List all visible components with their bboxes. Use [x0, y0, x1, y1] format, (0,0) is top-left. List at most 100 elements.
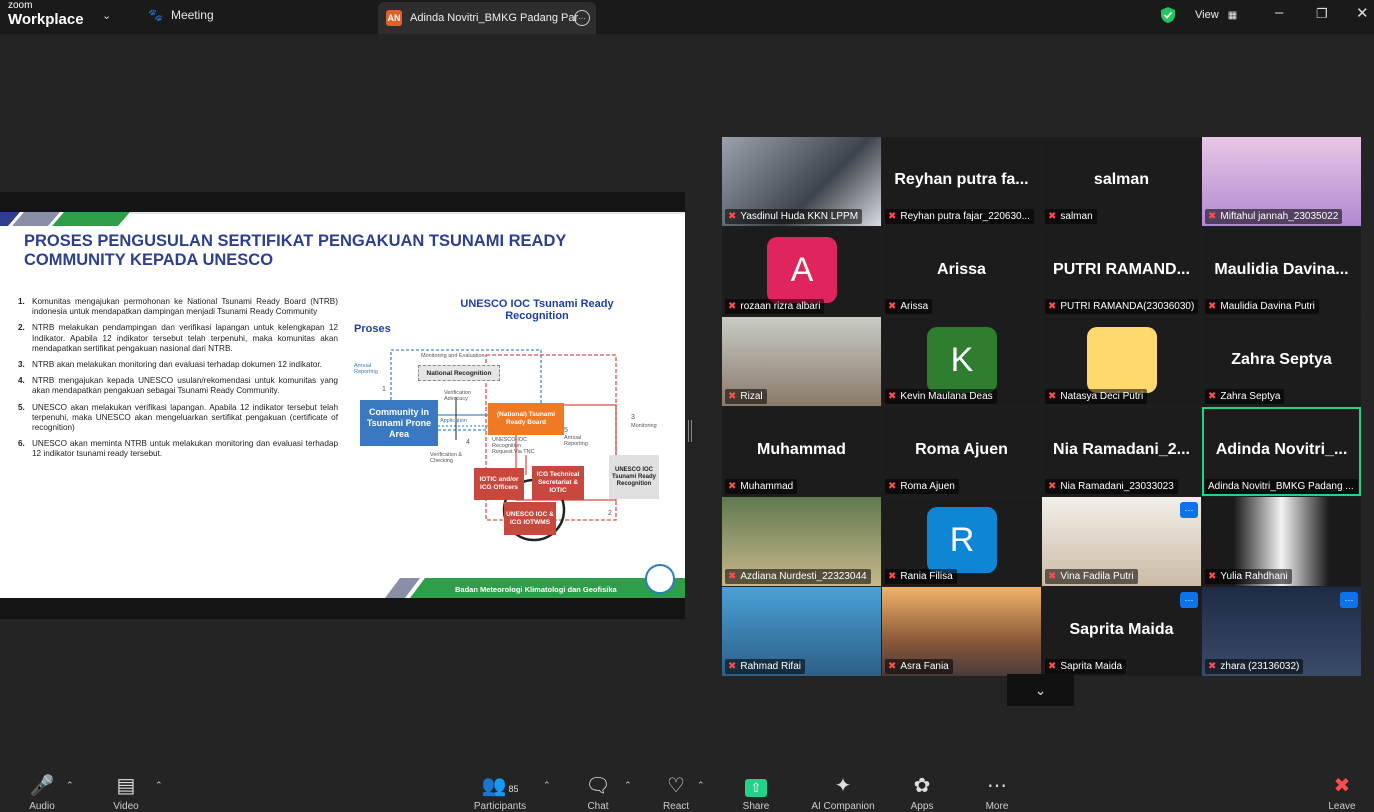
participant-name: Reyhan putra fajar_220630... [900, 211, 1030, 222]
mic-muted-icon: ✖ [1208, 301, 1217, 312]
meeting-button[interactable]: 🐾 Meeting [148, 8, 214, 22]
restore-icon[interactable]: ❐ [1316, 6, 1328, 21]
label-annual-reporting-2: Annual Reporting [564, 435, 588, 447]
participant-tile[interactable]: ✖Asra Fania [882, 587, 1041, 676]
list-item: 3.NTRB akan melakukan monitoring dan eva… [18, 360, 322, 370]
participant-tile[interactable]: K ✖Kevin Maulana Deas [882, 317, 1041, 406]
chat-caret-icon[interactable]: ⌃ [624, 780, 632, 790]
more-button[interactable]: ⋯ More [977, 774, 1017, 812]
participant-name: Muhammad [740, 481, 794, 492]
mic-muted-icon: ✖ [888, 211, 897, 222]
icg-tech-box: ICG Technical Secretariat & IOTIC [532, 466, 584, 500]
close-icon[interactable]: ✕ [1356, 5, 1369, 22]
chevron-down-icon: ⌄ [1034, 681, 1047, 698]
participant-name: Miftahul jannah_23035022 [1220, 211, 1339, 222]
view-button[interactable]: View ▦ [1195, 9, 1237, 21]
participant-name-tag: ✖Nia Ramadani_23033023 [1045, 479, 1178, 494]
participant-name-tag: ✖Rania Filisa [885, 569, 957, 584]
participant-display-name: Saprita Maida [1069, 621, 1174, 638]
participant-name: rozaan rizra albari [740, 301, 821, 312]
react-caret-icon[interactable]: ⌃ [697, 780, 705, 790]
participants-caret-icon[interactable]: ⌃ [543, 780, 551, 790]
ai-companion-button[interactable]: ✦ AI Companion [804, 774, 882, 812]
shield-check-icon[interactable] [1159, 6, 1177, 24]
video-caret-icon[interactable]: ⌃ [155, 780, 163, 790]
apps-button[interactable]: ✿ Apps [902, 774, 942, 812]
participant-tile[interactable]: ⋯✖zhara (23136032) [1202, 587, 1361, 676]
participant-tile[interactable]: Arissa✖Arissa [882, 227, 1041, 316]
participant-tile[interactable]: ✖Yulia Rahdhani [1202, 497, 1361, 586]
label-monitoring: Monitoring [631, 423, 657, 429]
mic-muted-icon: ✖ [728, 571, 737, 582]
participant-tile[interactable]: Roma Ajuen✖Roma Ajuen [882, 407, 1041, 496]
leave-icon: ✖ [1333, 775, 1351, 797]
participant-name: Maulidia Davina Putri [1220, 301, 1315, 312]
participant-tile[interactable]: ✖Miftahul jannah_23035022 [1202, 137, 1361, 226]
splitter-handle[interactable] [688, 420, 692, 442]
minimize-icon[interactable]: – [1275, 4, 1284, 21]
video-button[interactable]: ▤ Video [106, 774, 146, 812]
meeting-label: Meeting [170, 8, 214, 22]
label-application: Application [440, 418, 467, 424]
participant-name: Rahmad Rifai [740, 661, 801, 672]
meeting-tab[interactable]: AN Adinda Novitri_BMKG Padang Par ⋯ [378, 2, 596, 34]
participant-tile[interactable]: R✖Rania Filisa [882, 497, 1041, 586]
participant-tile[interactable]: A✖rozaan rizra albari [722, 227, 881, 316]
share-button[interactable]: ⇧ Share [736, 774, 776, 812]
participant-name: Yulia Rahdhani [1220, 571, 1288, 582]
tile-more-icon[interactable]: ⋯ [1180, 502, 1198, 518]
tile-more-icon[interactable]: ⋯ [1180, 592, 1198, 608]
mic-muted-icon: ✖ [888, 391, 897, 402]
participant-name: Kevin Maulana Deas [900, 391, 993, 402]
leave-label: Leave [1328, 801, 1356, 812]
participant-name-tag: ✖Miftahul jannah_23035022 [1205, 209, 1343, 224]
audio-button[interactable]: 🎤 Audio [22, 774, 62, 812]
participant-name-tag: ✖Rahmad Rifai [725, 659, 805, 674]
participant-tile[interactable]: ✖Azdiana Nurdesti_22323044 [722, 497, 881, 586]
participant-tile[interactable]: Reyhan putra fa...✖Reyhan putra fajar_22… [882, 137, 1041, 226]
gallery-next-page-button[interactable]: ⌄ [1007, 674, 1074, 706]
participant-tile[interactable]: Maulidia Davina...✖Maulidia Davina Putri [1202, 227, 1361, 316]
participant-name-tag: ✖Yasdinul Huda KKN LPPM [725, 209, 863, 224]
participants-button[interactable]: 👥85 Participants [468, 774, 532, 812]
participant-tile[interactable]: ✖Rahmad Rifai [722, 587, 881, 676]
participant-name-tag: ✖Yulia Rahdhani [1205, 569, 1292, 584]
participant-name-tag: ✖Azdiana Nurdesti_22323044 [725, 569, 871, 584]
share-icon: ⇧ [736, 774, 776, 798]
more-icon[interactable]: ⋯ [574, 10, 590, 26]
chat-icon: 🗨 [585, 775, 611, 797]
step-4: 4 [466, 439, 470, 446]
participant-tile[interactable]: Adinda Novitri_...Adinda Novitri_BMKG Pa… [1202, 407, 1361, 496]
chevron-down-icon[interactable]: ⌄ [102, 10, 112, 22]
participant-tile[interactable]: Saprita Maida⋯✖Saprita Maida [1042, 587, 1201, 676]
participant-tile[interactable]: ⋯✖Vina Fadila Putri [1042, 497, 1201, 586]
tile-more-icon[interactable]: ⋯ [1340, 592, 1358, 608]
participant-display-name: Zahra Septya [1231, 351, 1332, 368]
participant-name-tag: ✖PUTRI RAMANDA(23036030) [1045, 299, 1198, 314]
mic-muted-icon: ✖ [1208, 211, 1217, 222]
mic-muted-icon: ✖ [1208, 391, 1217, 402]
chat-button[interactable]: 🗨 Chat [580, 774, 616, 812]
participant-tile[interactable]: ✖Rizal [722, 317, 881, 406]
participant-tile[interactable]: Nia Ramadani_2...✖Nia Ramadani_23033023 [1042, 407, 1201, 496]
participant-avatar: K [927, 327, 997, 393]
participant-name: Saprita Maida [1060, 661, 1123, 672]
participant-tile[interactable]: Zahra Septya✖Zahra Septya [1202, 317, 1361, 406]
participant-tile[interactable]: ✖Natasya Deci Putri [1042, 317, 1201, 406]
diagram-title: UNESCO IOC Tsunami Ready Recognition [460, 298, 614, 322]
participant-name-tag: ✖Rizal [725, 389, 767, 404]
mic-muted-icon: ✖ [1048, 391, 1057, 402]
tab-title: Adinda Novitri_BMKG Padang Par [410, 12, 579, 24]
audio-caret-icon[interactable]: ⌃ [66, 780, 74, 790]
mic-muted-icon: ✖ [888, 571, 897, 582]
participant-tile[interactable]: salman✖salman [1042, 137, 1201, 226]
participant-name: Adinda Novitri_BMKG Padang ... [1208, 481, 1354, 492]
view-label: View [1195, 9, 1219, 21]
unesco-recognition-box: UNESCO IOC Tsunami Ready Recognition [609, 455, 659, 499]
participant-tile[interactable]: Muhammad✖Muhammad [722, 407, 881, 496]
leave-button[interactable]: ✖ Leave [1322, 774, 1362, 812]
react-button[interactable]: ♡ React [656, 774, 696, 812]
participant-tile[interactable]: ✖Yasdinul Huda KKN LPPM [722, 137, 881, 226]
participant-display-name: salman [1093, 171, 1150, 188]
participant-tile[interactable]: PUTRI RAMAND...✖PUTRI RAMANDA(23036030) [1042, 227, 1201, 316]
